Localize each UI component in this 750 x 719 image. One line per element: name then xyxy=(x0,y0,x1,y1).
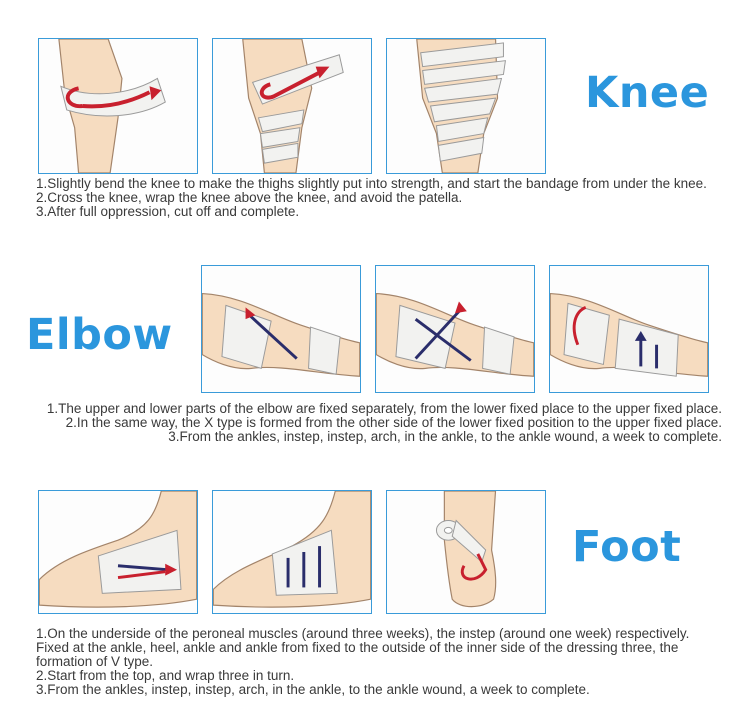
elbow-illustration-2 xyxy=(375,265,535,393)
foot-step-3: 3.From the ankles, instep, instep, arch,… xyxy=(36,682,590,697)
elbow-illustration-3 xyxy=(549,265,709,393)
foot-step-2: 2.Start from the top, and wrap three in … xyxy=(36,668,295,683)
foot-title: Foot xyxy=(572,522,682,572)
knee-steps: 1.Slightly bend the knee to make the thi… xyxy=(36,177,726,219)
foot-step-1: 1.On the underside of the peroneal muscl… xyxy=(36,626,690,669)
foot-illustration-3 xyxy=(386,490,546,614)
foot-steps: 1.On the underside of the peroneal muscl… xyxy=(36,627,726,697)
foot-illustration-1 xyxy=(38,490,198,614)
elbow-illustration-1 xyxy=(201,265,361,393)
knee-title: Knee xyxy=(585,68,710,118)
foot-illustration-2 xyxy=(212,490,372,614)
knee-step-1: 1.Slightly bend the knee to make the thi… xyxy=(36,176,707,191)
elbow-steps: 1.The upper and lower parts of the elbow… xyxy=(0,402,722,444)
knee-step-3: 3.After full oppression, cut off and com… xyxy=(36,204,300,219)
elbow-step-2: 2.In the same way, the X type is formed … xyxy=(65,415,722,430)
elbow-step-1: 1.The upper and lower parts of the elbow… xyxy=(46,401,722,416)
elbow-title: Elbow xyxy=(26,310,173,360)
knee-illustration-3 xyxy=(386,38,546,174)
knee-step-2: 2.Cross the knee, wrap the knee above th… xyxy=(36,190,463,205)
elbow-step-3: 3.From the ankles, instep, instep, arch,… xyxy=(168,429,722,444)
knee-illustration-1 xyxy=(38,38,198,174)
knee-illustration-2 xyxy=(212,38,372,174)
